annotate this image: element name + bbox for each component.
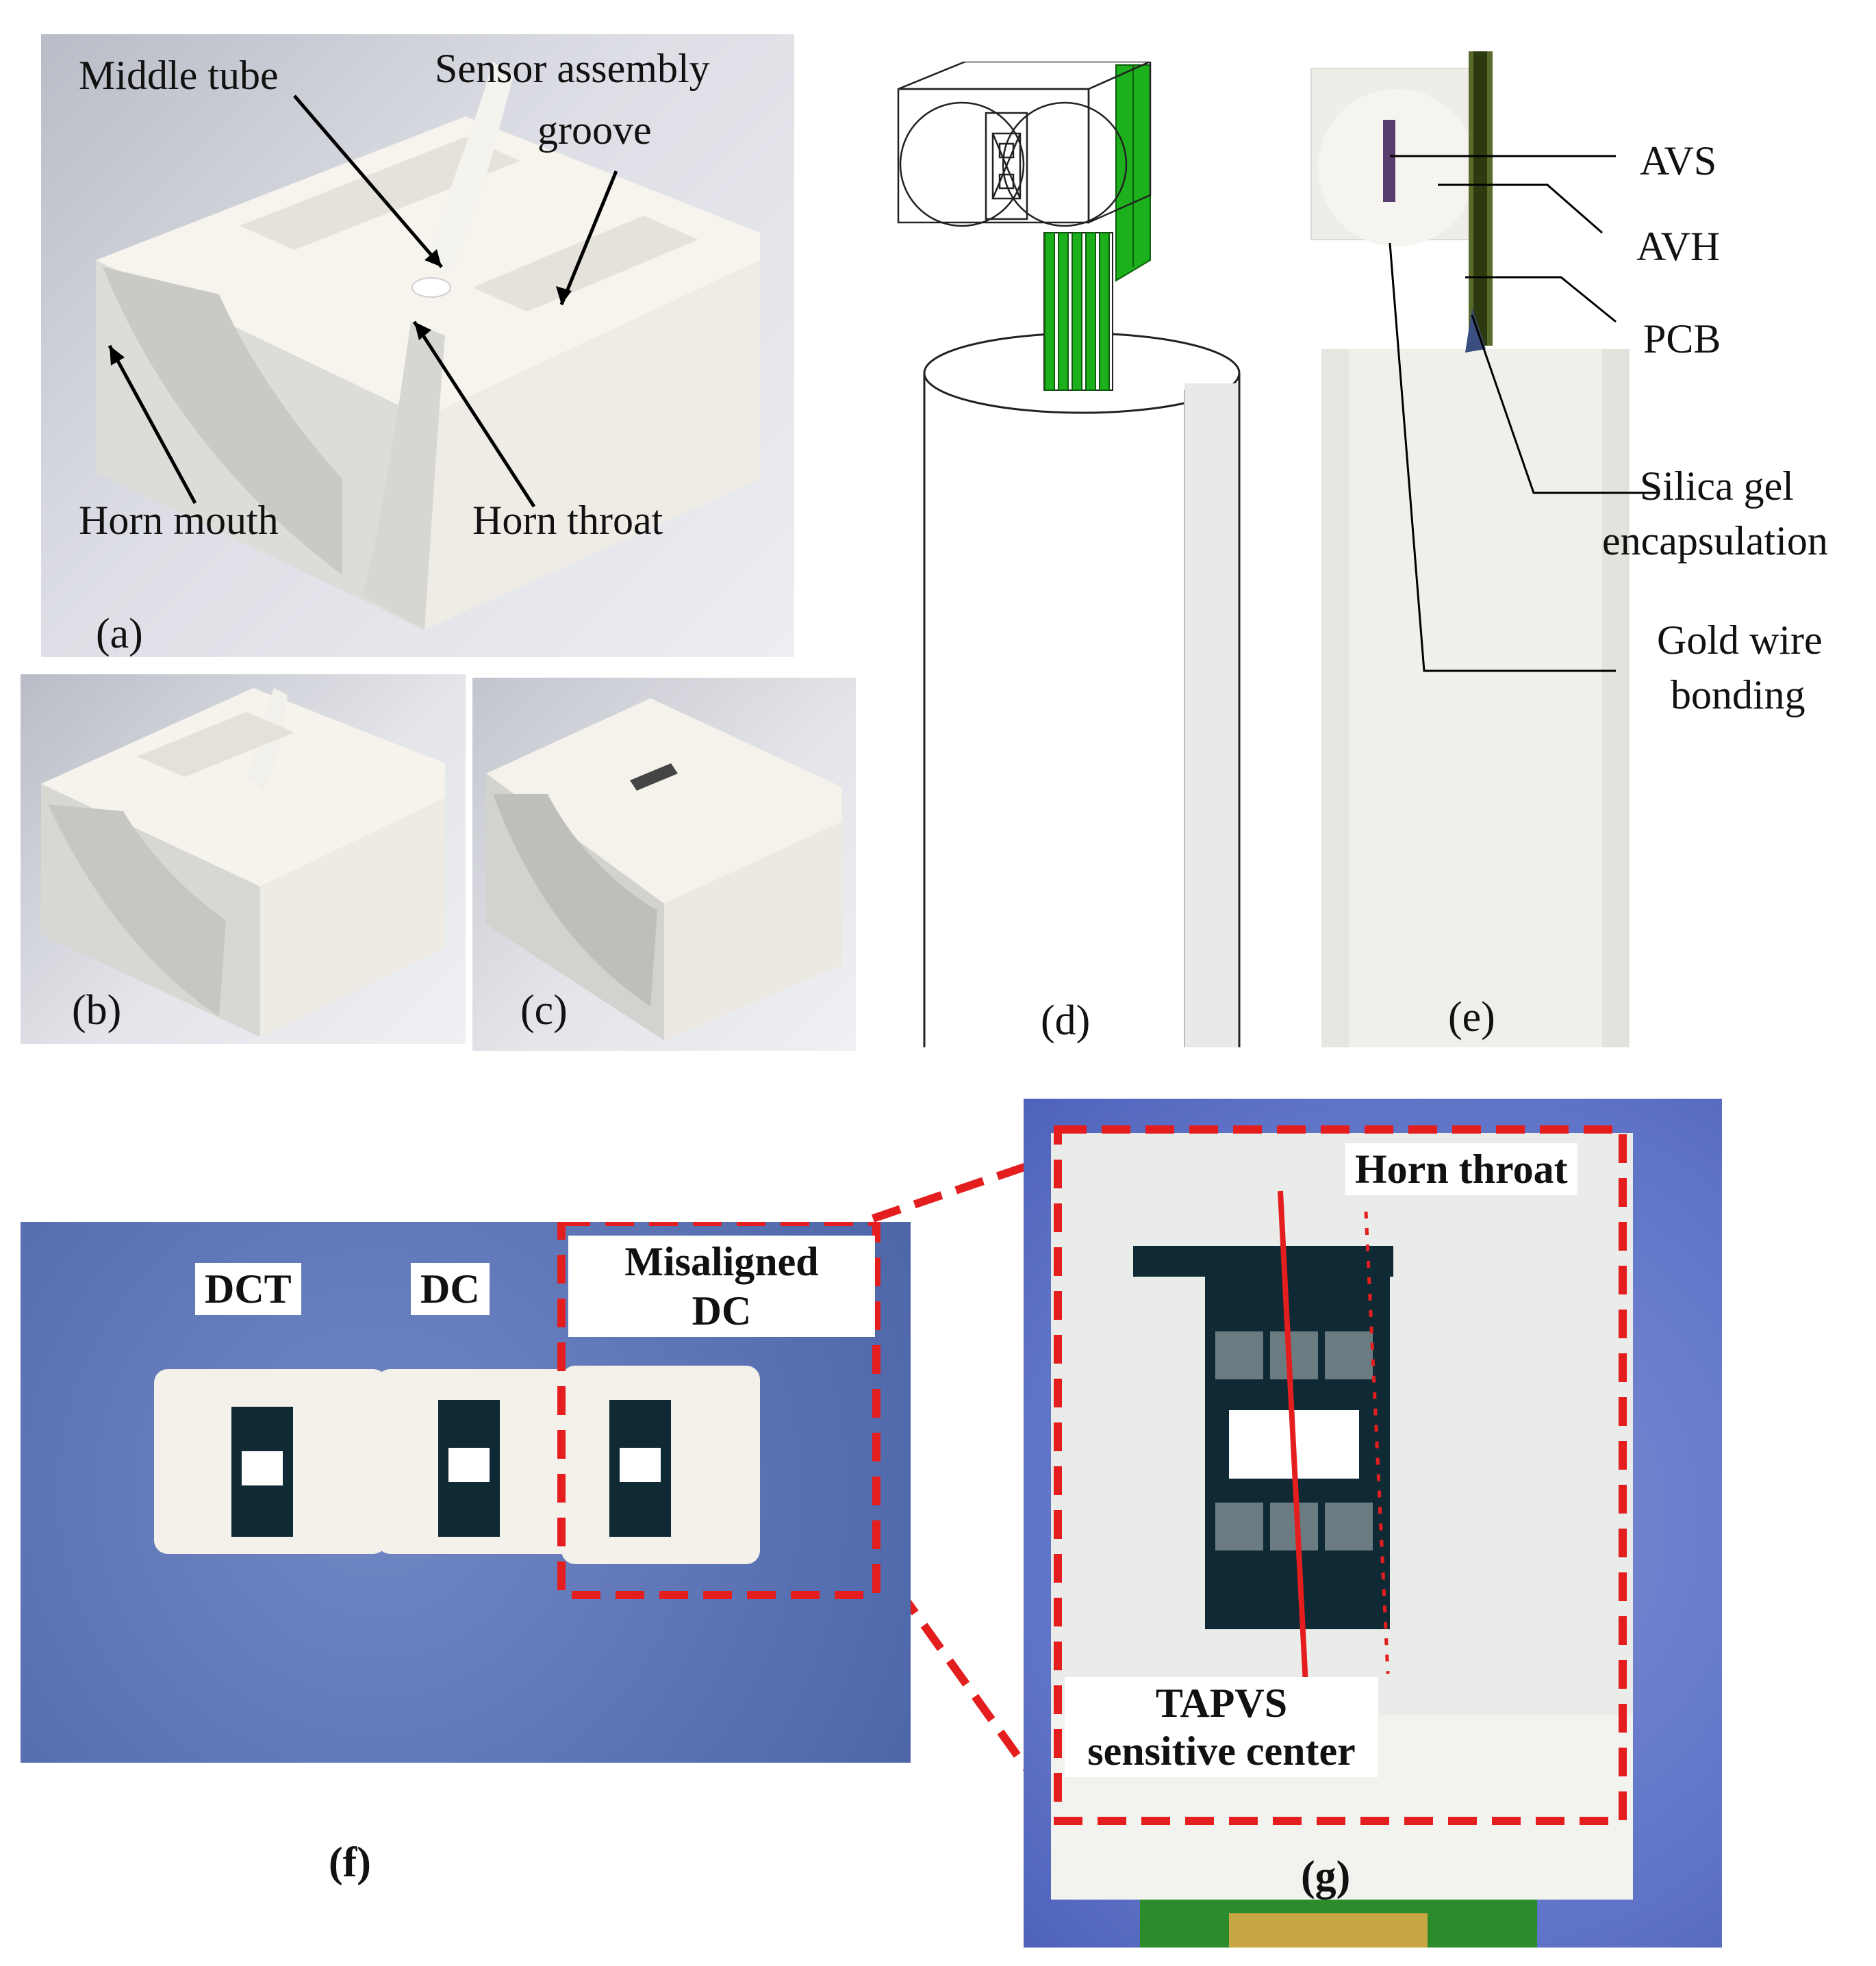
label-middle-tube: Middle tube [79,53,279,98]
label-tapvs-line1: TAPVS [1155,1681,1288,1726]
label-sensor-assembly-line2: groove [537,107,652,153]
panel-e: AVS AVH PCB Silica gel encapsulation Gol… [1301,48,1869,1047]
label-tapvs-line2: sensitive center [1087,1728,1356,1774]
panel-tag-e: (e) [1448,994,1495,1041]
panel-a: Middle tube Sensor assembly groove Horn … [41,34,794,657]
label-avs: AVS [1640,138,1717,183]
label-dct: DCT [195,1263,301,1315]
label-horn-mouth: Horn mouth [79,498,279,543]
panel-f: DCT DC Misaligned DC [21,1222,911,1763]
tapvs-zoom-photo [1051,1125,1633,1948]
label-misaligned-line1: Misaligned [624,1239,819,1284]
sensor-cad-drawing [897,62,1241,1047]
panel-b: (b) [21,674,466,1044]
label-avh: AVH [1636,224,1721,269]
label-misaligned-line2: DC [692,1288,752,1333]
label-misaligned-dc: Misaligned DC [568,1236,875,1337]
label-tapvs-sensitive-center: TAPVS sensitive center [1065,1677,1378,1777]
panel-g: Horn throat TAPVS sensitive center (g) [1024,1099,1722,1948]
panel-tag-d: (d) [1041,997,1091,1044]
panel-tag-c: (c) [520,987,568,1034]
label-silica-line2: encapsulation [1602,518,1828,563]
panel-tag-a: (a) [96,611,143,657]
horn-model-render [96,62,760,630]
label-dc: DC [411,1263,490,1315]
label-gold-line1: Gold wire [1657,617,1823,663]
panel-tag-g: (g) [1301,1853,1351,1900]
sensor-photo-annotated [1310,51,1657,1047]
panel-tag-f: (f) [329,1839,371,1886]
label-gold-line2: bonding [1671,672,1805,717]
panel-tag-b: (b) [72,987,122,1034]
three-sensor-mounts-photo [154,1222,880,1599]
horn-model-half-render [41,688,445,1037]
label-silica-line1: Silica gel [1640,463,1794,509]
panel-c: (c) [472,678,856,1051]
label-horn-throat: Horn throat [472,498,663,543]
label-sensor-assembly-line1: Sensor assembly [435,46,710,91]
label-horn-throat-g: Horn throat [1345,1143,1577,1195]
panel-d: (d) [890,62,1273,1047]
label-pcb: PCB [1643,316,1721,361]
horn-model-quarter-render [486,698,842,1041]
